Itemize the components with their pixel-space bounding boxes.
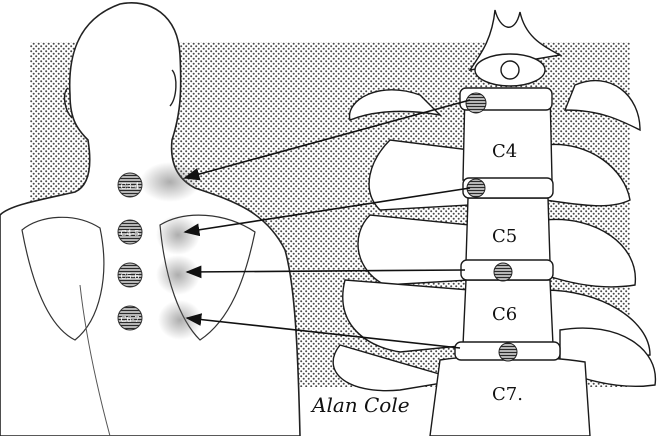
back-marker-c5-label: C4-5	[120, 229, 139, 238]
label-c5: C5	[492, 226, 517, 247]
artist-signature: Alan Cole	[310, 393, 410, 417]
spine-marker-c3-4	[466, 93, 486, 113]
spine-marker-c5-6	[494, 263, 512, 281]
back-marker-c6: C5-6	[118, 263, 142, 287]
back-marker-c7: C6-7	[118, 306, 142, 330]
process-c5-left	[358, 215, 470, 285]
back-marker-c6-label: C5-6	[120, 272, 139, 281]
process-c4-left	[369, 140, 470, 210]
spine-marker-c6-7	[499, 343, 517, 361]
back-marker-c4-label: C3-4	[120, 182, 139, 191]
pain-area-c3-4	[140, 162, 200, 202]
top-vertebral-ring	[475, 54, 545, 86]
pain-area-c5-6	[156, 255, 200, 295]
pain-area-c4-5	[156, 215, 200, 255]
back-marker-c7-label: C6-7	[120, 315, 139, 324]
back-marker-c5: C4-5	[118, 220, 142, 244]
label-c7: C7.	[492, 384, 523, 405]
pain-area-c6-7	[158, 300, 202, 340]
label-c6: C6	[492, 304, 517, 325]
back-marker-c4: C3-4	[118, 173, 142, 197]
label-c4: C4	[492, 141, 517, 162]
